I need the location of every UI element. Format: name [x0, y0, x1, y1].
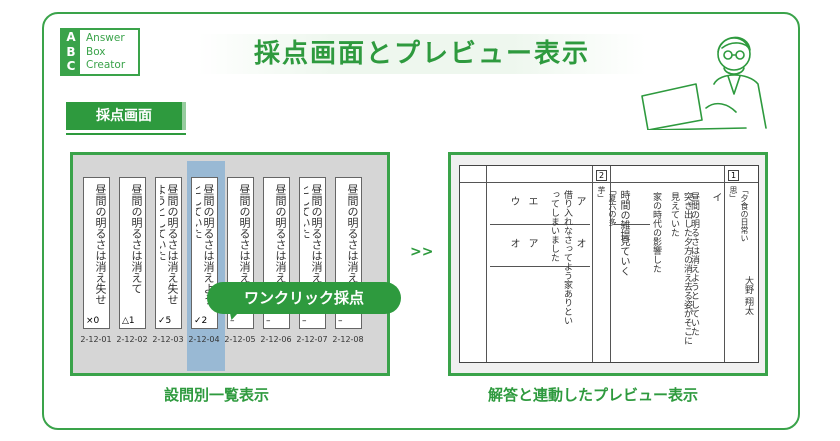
short-answer-b: 見ていく [618, 236, 629, 276]
answer-strip[interactable]: 昼間の明るさは消え失せようとしていた ✓5 [155, 177, 182, 329]
answer-sheet-preview: 2 1 「夏六の多芋」 「夕食の日常い思」 ウ エ ア オ ア オ 借り入れなさ… [459, 165, 759, 363]
strip-id-label: 2-12-08 [332, 335, 364, 344]
strip-id-label: 2-12-01 [80, 335, 112, 344]
sheet-rule [490, 266, 590, 267]
page-title: 採点画面とプレビュー表示 [253, 39, 590, 69]
score-mark: – [266, 316, 271, 326]
logo-letter-a: A [66, 30, 76, 44]
long-answer: 借り入れなさってよう家ありといってしまいました [549, 190, 572, 325]
logo-letter-c: C [66, 59, 76, 74]
answer-cell: ア [526, 238, 537, 248]
scoring-list-panel: 昼間の明るさは消え失せ ×0 2-12-01 昼間の明るさは消えて △1 2-12-02 昼… [70, 152, 390, 376]
strip-id-label: 2-12-07 [296, 335, 328, 344]
answer-strip[interactable]: 昼間の明るさは消えて △1 [119, 177, 146, 329]
strip-id-label: 2-12-06 [260, 335, 292, 344]
score-mark: – [302, 316, 307, 326]
handwritten-answer: 昼間の明るさは消えようとしていた [196, 184, 214, 305]
title-band [198, 34, 646, 74]
section-number-1: 1 [728, 170, 740, 181]
sheet-rule [610, 166, 611, 362]
answer-strip[interactable]: 昼間の明るさは消え失せ ×0 [83, 177, 110, 329]
section-label-scoring-screen: 採点画面 [66, 102, 186, 130]
arrows-indicator: >> [410, 244, 434, 260]
answer-strip[interactable]: 昼間の明るさは消えようとしていた – [299, 177, 326, 329]
score-mark: ×0 [86, 316, 100, 326]
sheet-rule [490, 224, 590, 225]
sheet-rule [486, 166, 487, 362]
logo-word-answer: Answer [86, 32, 125, 44]
handwritten-answer: 昼間の明るさは消えて [238, 184, 250, 294]
handwritten-answer: 昼間の明るさは消え [346, 184, 358, 283]
strip-id-label: 2-12-03 [152, 335, 184, 344]
logo-words: Answer Box Creator [86, 32, 125, 73]
section-2-heading: 「夏六の多芋」 [597, 186, 617, 226]
one-click-scoring-bubble[interactable]: ワンクリック採点 [207, 282, 401, 314]
handwritten-answer: 昼間の明るさは消え失せようとしていた [160, 184, 178, 305]
logo-letters: A B C [62, 30, 80, 74]
sheet-rule [724, 166, 725, 362]
answer-cell: ア [574, 196, 585, 206]
logo-word-box: Box [86, 45, 106, 58]
score-mark: – [338, 316, 343, 326]
sheet-rule [592, 166, 593, 362]
handwritten-answer: 昼間の明るさは消えようとしていた [304, 184, 322, 305]
caption-linked-preview: 解答と連動したプレビュー表示 [488, 386, 699, 404]
person-with-laptop-illustration [641, 36, 767, 130]
logo-letter-b: B [66, 44, 76, 59]
answer-1b: 昼間の明るさは消えようとしていた [689, 192, 699, 336]
answer-1d: 家の時代の影響した [651, 192, 661, 273]
short-answer-a: 時間の雑提 [618, 190, 629, 240]
outer-frame [42, 12, 800, 430]
logo-word-creator: Creator [86, 59, 126, 71]
preview-panel: 2 1 「夏六の多芋」 「夕食の日常い思」 ウ エ ア オ ア オ 借り入れなさ… [448, 152, 768, 376]
handwritten-answer: 昼間の明るさは消えて [130, 184, 142, 294]
score-mark: – [230, 316, 235, 326]
answer-cell: エ [526, 196, 537, 206]
caption-question-list: 設問別一覧表示 [164, 386, 270, 404]
score-mark: △1 [122, 316, 135, 326]
section-divider [66, 133, 186, 135]
student-name: 大野 翔太 [743, 276, 753, 315]
strip-id-label: 2-12-05 [224, 335, 256, 344]
answer-cell: ウ [508, 196, 519, 206]
handwritten-answer: 昼間の明るさは消え失せ [94, 184, 106, 305]
section-number-2: 2 [596, 170, 608, 181]
section-1-heading: 「夕食の日常い思」 [729, 186, 749, 242]
strip-id-label: 2-12-04 [188, 335, 220, 344]
answer-1a: イ [710, 192, 721, 202]
answer-1c: 突き出した夕方の消え去る姿がそこに見えていた [669, 192, 692, 345]
score-mark: ✓2 [194, 316, 208, 326]
handwritten-answer: 昼間の明るさは消えて [274, 184, 286, 294]
score-mark: ✓5 [158, 316, 172, 326]
sheet-rule [614, 224, 650, 225]
answer-cell: オ [508, 238, 519, 248]
strip-id-label: 2-12-02 [116, 335, 148, 344]
answer-cell: オ [574, 238, 585, 248]
logo: A B C Answer Box Creator [60, 28, 140, 76]
sheet-rule [460, 182, 758, 183]
